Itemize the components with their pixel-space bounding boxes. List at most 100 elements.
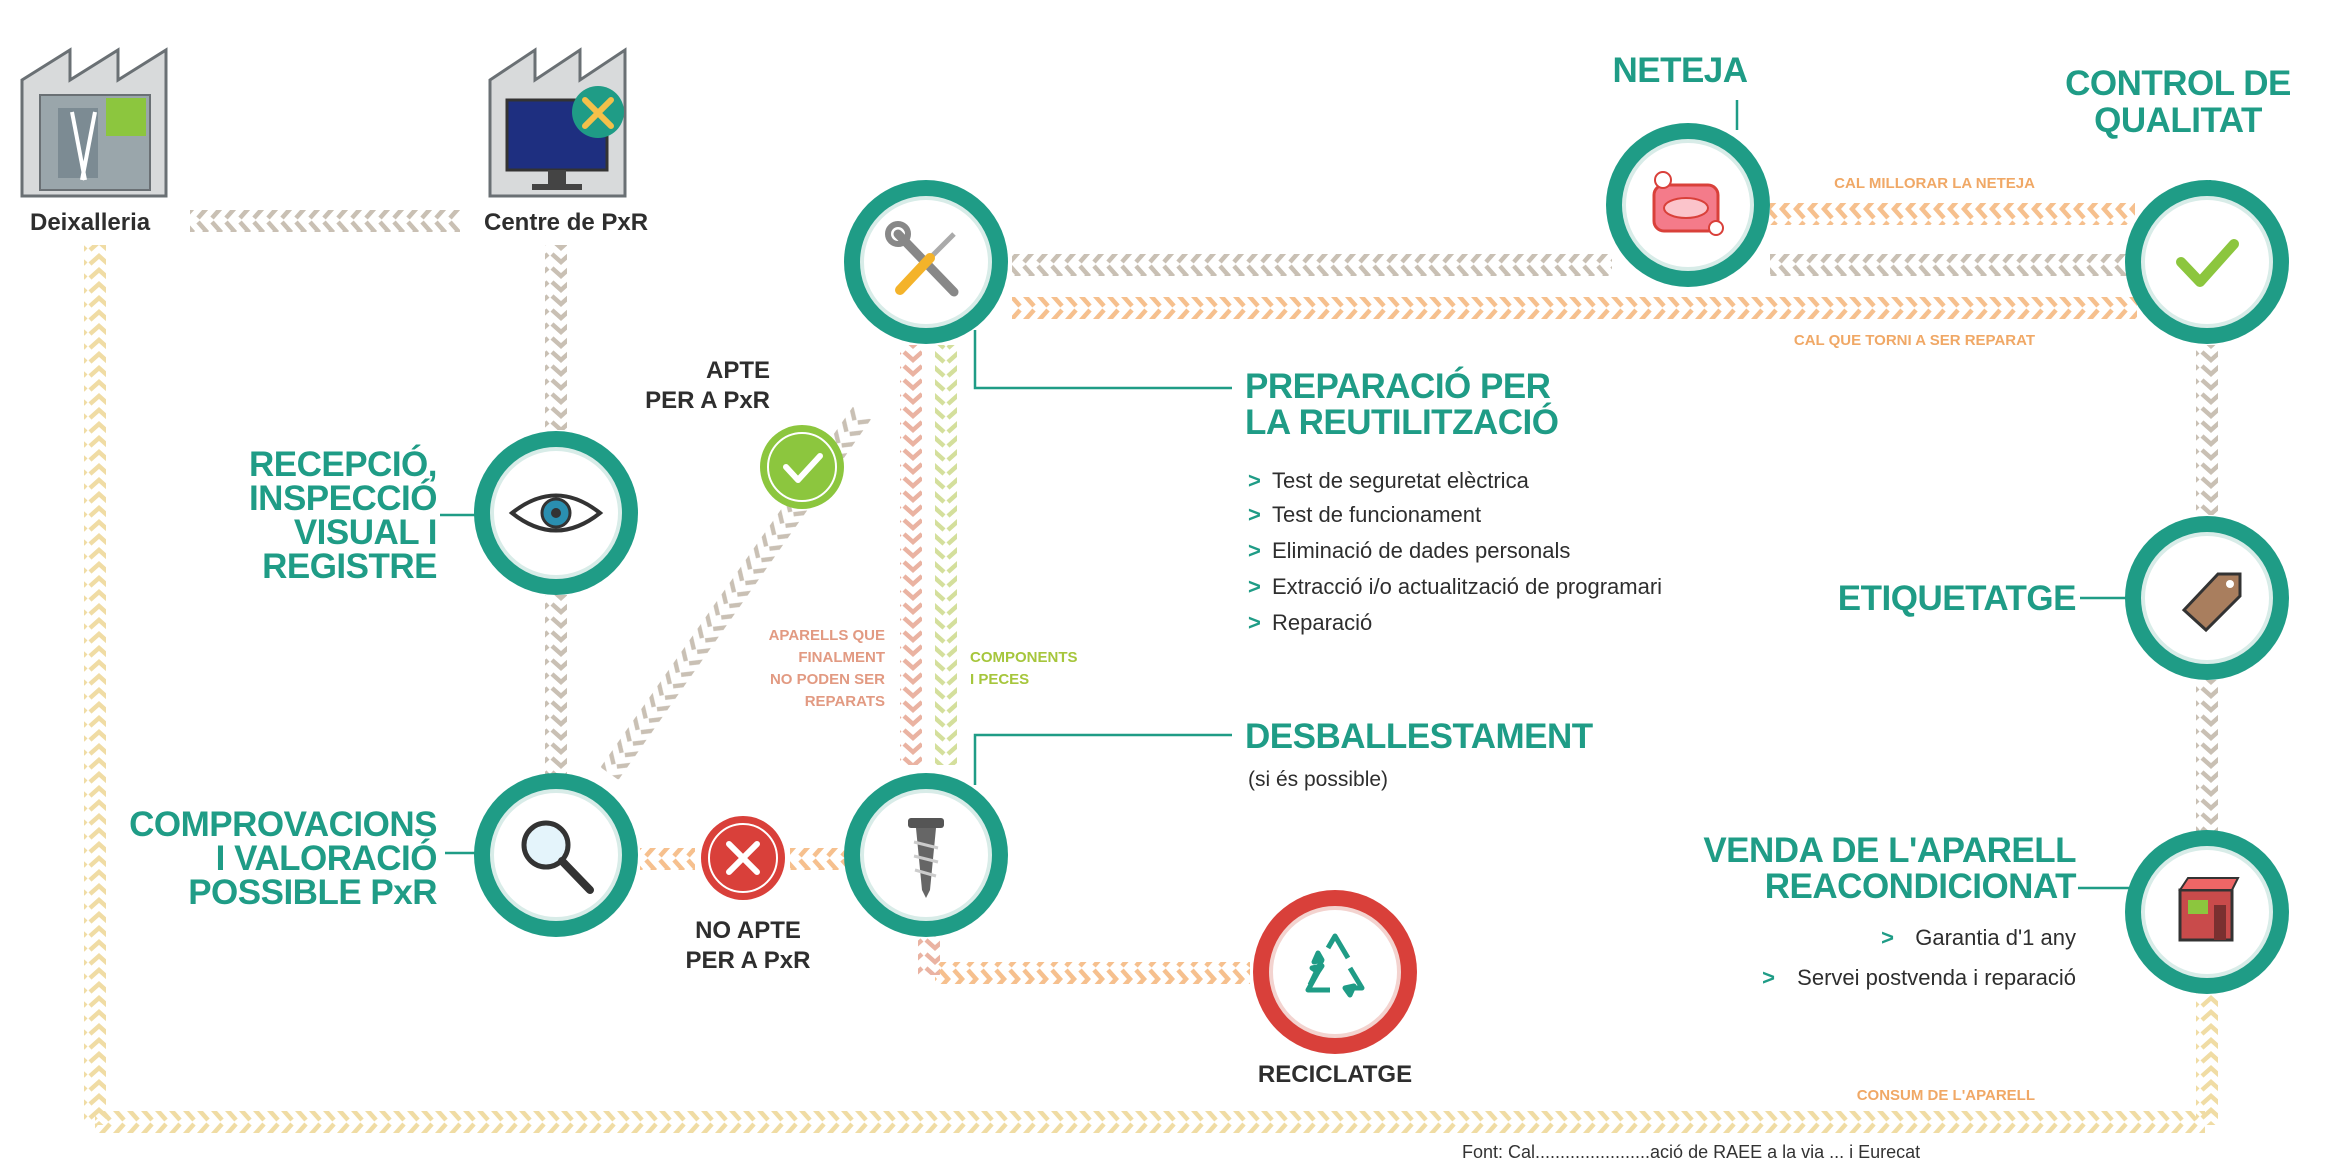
arrow-control-etiquetatge: [2196, 345, 2218, 515]
bullet-marker: >: [1248, 610, 1261, 635]
bullet-marker: >: [1248, 538, 1261, 563]
no-apte-line-1: NO APTE: [695, 917, 801, 944]
check-badge-icon: [760, 425, 844, 509]
step-item: Extracció i/o actualització de programar…: [1272, 574, 1662, 599]
arrow-cal-reparar: [1012, 297, 2137, 319]
recycle-icon: [1305, 933, 1365, 998]
components-label: COMPONENTS I PECES: [970, 649, 1078, 688]
arrow-deixalleria-centre: [190, 210, 460, 232]
bullet-marker: >: [1762, 965, 1775, 990]
arrow-etiquetatge-venda: [2196, 680, 2218, 835]
apte-line-2: PER A PxR: [645, 387, 770, 414]
recepcio-line-1: RECEPCIÓ,: [249, 444, 437, 484]
recepcio-line-2: INSPECCIÓ: [249, 478, 437, 518]
venda-line-1: VENDA DE L'APARELL: [1703, 831, 2076, 870]
deixalleria-label: Deixalleria: [30, 209, 151, 236]
factory-monitor-tools-icon: [488, 47, 627, 198]
comprovacions-label: COMPROVACIONS I VALORACIÓ POSSIBLE PxR: [129, 805, 438, 912]
aparells-label: APARELLS QUE FINALMENT NO PODEN SER REPA…: [769, 627, 886, 710]
desballestament-note: (si és possible): [1248, 768, 1388, 791]
components-line-2: I PECES: [970, 671, 1029, 688]
arrow-aparells-down: [900, 345, 922, 765]
source-note: Font: Cal.......................ació de …: [1462, 1142, 1920, 1162]
tag-icon: [2181, 572, 2242, 633]
cal-reparar-label: CAL QUE TORNI A SER REPARAT: [1794, 332, 2035, 349]
node-venda: [2125, 830, 2289, 994]
node-reciclatge: [1253, 890, 1417, 1054]
step-item: Reparació: [1272, 610, 1372, 635]
recepcio-label: RECEPCIÓ, INSPECCIÓ VISUAL I REGISTRE: [249, 444, 438, 586]
comprovacions-line-1: COMPROVACIONS: [129, 805, 437, 844]
no-apte-label: NO APTE PER A PxR: [686, 917, 811, 974]
apte-label: APTE PER A PxR: [645, 357, 770, 414]
step-item: Servei postvenda i reparació: [1797, 965, 2076, 990]
arrow-desb-down: [918, 930, 940, 975]
desballestament-label: DESBALLESTAMENT: [1245, 717, 1593, 756]
bullet-marker: >: [1248, 502, 1261, 527]
recepcio-line-3: VISUAL I: [294, 513, 437, 552]
etiquetatge-label: ETIQUETATGE: [1838, 579, 2076, 618]
control-line-2: QUALITAT: [2094, 101, 2262, 140]
arrow-no-apte-2: [790, 848, 845, 870]
step-item: Test de seguretat elèctrica: [1272, 468, 1530, 493]
aparells-line-2: FINALMENT: [798, 649, 885, 666]
aparells-line-4: REPARATS: [805, 693, 885, 710]
no-apte-line-2: PER A PxR: [686, 947, 811, 974]
node-comprovacions: [474, 773, 638, 937]
step-item: Test de funcionament: [1272, 502, 1481, 527]
apte-line-1: APTE: [706, 357, 770, 384]
aparells-line-3: NO PODEN SER: [770, 671, 885, 688]
arrow-prep-neteja: [1012, 254, 1612, 276]
arrow-venda-consum: [2196, 990, 2218, 1125]
arrow-consum-bottom: [95, 1111, 2205, 1133]
arrow-centre-recepcio: [545, 245, 567, 430]
venda-label: VENDA DE L'APARELL REACONDICIONAT: [1703, 831, 2076, 906]
preparacio-line-2: LA REUTILITZACIÓ: [1245, 402, 1558, 442]
soap-icon: [1652, 171, 1724, 236]
recepcio-line-4: REGISTRE: [262, 547, 437, 586]
preparacio-steps: > Test de seguretat elèctrica > Test de …: [1248, 468, 1662, 635]
arrow-no-apte-1: [640, 848, 695, 870]
cross-badge-icon: [701, 816, 785, 900]
arrow-neteja-control: [1770, 254, 2135, 276]
checkmark-icon: [2176, 239, 2239, 287]
arrow-to-reciclatge: [935, 962, 1250, 984]
venda-line-2: REACONDICIONAT: [1765, 867, 2076, 906]
bullet-marker: >: [1881, 925, 1894, 950]
bullet-marker: >: [1248, 574, 1261, 599]
neteja-label: NETEJA: [1612, 51, 1747, 90]
arrow-components-up: [935, 345, 957, 765]
arrow-cal-millorar: [1770, 203, 2135, 225]
magnifier-icon: [521, 820, 594, 894]
node-control: [2125, 180, 2289, 344]
node-desballestament: [844, 773, 1008, 937]
shop-icon: [2178, 877, 2240, 942]
consum-label: CONSUM DE L'APARELL: [1857, 1087, 2035, 1104]
eye-icon: [508, 493, 604, 533]
venda-steps: Garantia d'1 any > Servei postvenda i re…: [1762, 925, 2076, 990]
node-etiquetatge: [2125, 516, 2289, 680]
factory-recycling-icon: [20, 47, 168, 198]
control-line-1: CONTROL DE: [2065, 64, 2291, 103]
centre-label: Centre de PxR: [484, 209, 648, 236]
comprovacions-line-3: POSSIBLE PxR: [188, 873, 437, 912]
bullet-marker: >: [1248, 468, 1261, 493]
screw-icon: [908, 818, 944, 898]
cal-millorar-label: CAL MILLORAR LA NETEJA: [1834, 175, 2035, 192]
control-label: CONTROL DE QUALITAT: [2065, 64, 2291, 140]
step-item: Eliminació de dades personals: [1272, 538, 1570, 563]
preparacio-line-1: PREPARACIÓ PER: [1245, 366, 1551, 406]
aparells-line-1: APARELLS QUE: [769, 627, 885, 644]
preparacio-label: PREPARACIÓ PER LA REUTILITZACIÓ: [1245, 366, 1559, 442]
step-item: Garantia d'1 any: [1915, 925, 2076, 950]
arrow-consum-left: [84, 245, 106, 1125]
node-recepcio: [474, 431, 638, 595]
node-preparacio: [844, 180, 1008, 344]
components-line-1: COMPONENTS: [970, 649, 1078, 666]
reciclatge-label: RECICLATGE: [1258, 1061, 1412, 1088]
comprovacions-line-2: I VALORACIÓ: [216, 838, 437, 878]
arrow-recepcio-comprovacions: [545, 595, 567, 775]
wrench-screwdriver-icon: [885, 221, 959, 297]
node-neteja: [1606, 123, 1770, 287]
